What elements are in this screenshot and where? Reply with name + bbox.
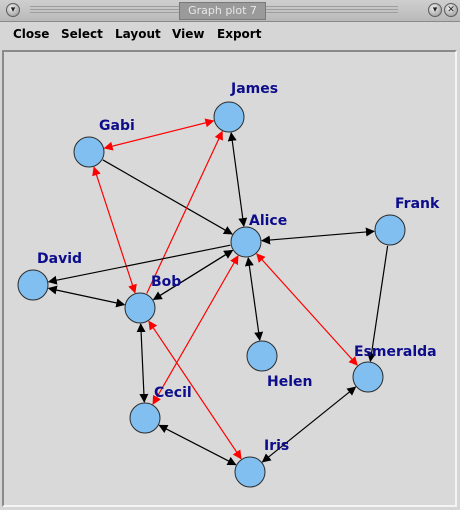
edge-david-bob	[47, 285, 126, 308]
edge-iris-esmeralda	[261, 386, 357, 463]
edge-alice-frank	[261, 227, 375, 245]
edge-frank-esmeralda	[367, 245, 389, 363]
close-window-button[interactable]: ✕	[444, 3, 458, 17]
node-label-bob: Bob	[151, 274, 181, 290]
node-helen[interactable]	[246, 340, 278, 372]
node-label-esmeralda: Esmeralda	[354, 344, 437, 360]
menu-bar: Close Select Layout View Export	[0, 22, 460, 48]
node-label-helen: Helen	[267, 374, 312, 390]
menu-select[interactable]: Select	[61, 27, 103, 41]
menu-export[interactable]: Export	[217, 27, 262, 41]
node-esmeralda[interactable]	[352, 361, 384, 393]
node-frank[interactable]	[374, 214, 406, 246]
menu-close[interactable]: Close	[13, 27, 50, 41]
edge-gabi-alice	[102, 159, 233, 235]
title-bar[interactable]: ▾ Graph plot 7 ▾ ✕	[0, 0, 460, 22]
node-label-iris: Iris	[264, 438, 289, 454]
node-label-frank: Frank	[395, 196, 440, 212]
node-cecil[interactable]	[129, 402, 161, 434]
node-gabi[interactable]	[73, 136, 105, 168]
minimize-button[interactable]: ▾	[428, 3, 442, 17]
edge-alice-helen	[244, 256, 264, 342]
window-title: Graph plot 7	[179, 2, 266, 20]
node-label-james: James	[230, 81, 278, 97]
edge-gabi-james	[103, 118, 215, 151]
minimize-icon: ▾	[432, 5, 438, 15]
window-menu-icon: ▾	[10, 5, 16, 15]
node-label-cecil: Cecil	[154, 385, 192, 401]
edge-cecil-iris	[158, 424, 237, 466]
close-icon: ✕	[447, 5, 455, 15]
node-iris[interactable]	[234, 456, 266, 488]
edges-layer	[47, 118, 389, 466]
menu-layout[interactable]: Layout	[115, 27, 161, 41]
node-label-david: David	[37, 251, 82, 267]
edge-james-alice	[227, 131, 248, 228]
node-bob[interactable]	[124, 292, 156, 324]
node-label-alice: Alice	[249, 213, 287, 229]
edge-bob-james	[146, 130, 223, 294]
node-james[interactable]	[213, 101, 245, 133]
node-david[interactable]	[17, 269, 49, 301]
node-alice[interactable]	[230, 226, 262, 258]
edge-bob-cecil	[136, 323, 149, 403]
window-menu-button[interactable]: ▾	[6, 3, 20, 17]
node-label-gabi: Gabi	[99, 118, 135, 134]
menu-view[interactable]: View	[172, 27, 205, 41]
edge-alice-esmeralda	[256, 253, 358, 366]
edge-gabi-bob	[92, 166, 137, 294]
